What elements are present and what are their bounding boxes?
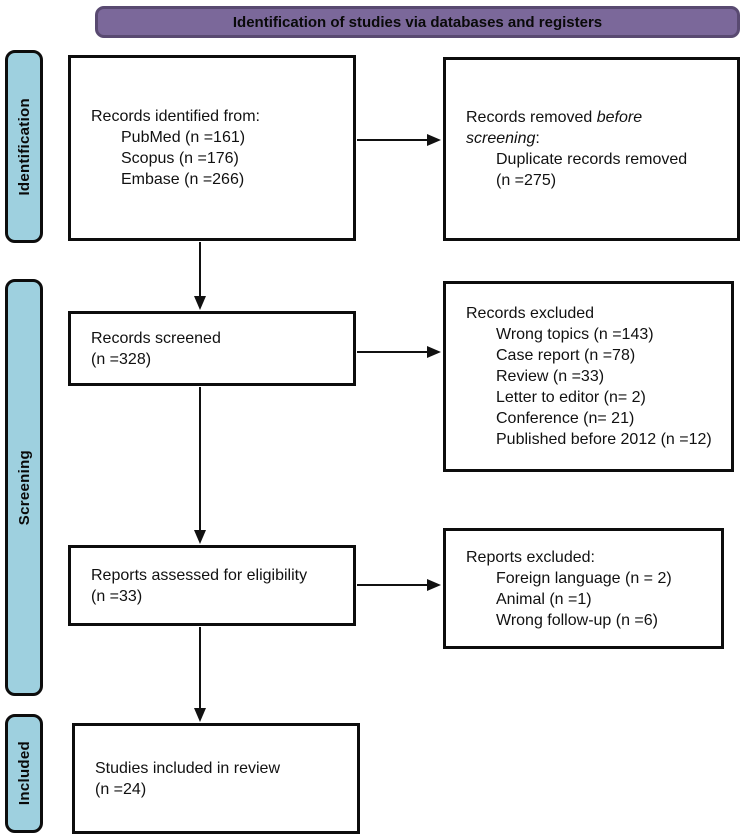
- box-line: Published before 2012 (n =12): [496, 431, 712, 448]
- box-line: (n =33): [91, 587, 143, 605]
- stage-label-identification: Identification: [5, 50, 43, 243]
- box-line: Scopus (n =176): [121, 150, 239, 167]
- box-line: PubMed (n =161): [121, 129, 246, 146]
- box-reports-excluded: Reports excluded: Foreign language (n = …: [443, 528, 724, 649]
- stage-label-included: Included: [5, 714, 43, 833]
- box-title: Reports excluded:: [466, 548, 595, 566]
- box-line: Animal (n =1): [496, 590, 592, 608]
- box-title: Records identified from:: [91, 108, 260, 125]
- box-line: (n =24): [95, 780, 147, 798]
- diagram-title-banner: Identification of studies via databases …: [95, 6, 740, 38]
- box-studies-included: Studies included in review (n =24): [72, 723, 360, 834]
- diagram-title: Identification of studies via databases …: [232, 13, 603, 31]
- box-reports-assessed: Reports assessed for eligibility (n =33): [68, 545, 356, 626]
- box-line: (n =275): [496, 172, 557, 189]
- box-line: Wrong follow-up (n =6): [496, 611, 658, 629]
- box-line: Conference (n= 21): [496, 410, 635, 427]
- box-title-line2: screening:: [466, 130, 540, 147]
- box-line: Embase (n =266): [121, 171, 245, 188]
- stage-label-text: Identification: [15, 97, 33, 196]
- box-line: Wrong topics (n =143): [496, 326, 654, 343]
- stage-label-text: Screening: [15, 449, 33, 526]
- box-line: Foreign language (n = 2): [496, 569, 672, 587]
- box-line: Studies included in review: [95, 759, 280, 777]
- box-records-excluded: Records excluded Wrong topics (n =143) C…: [443, 281, 734, 472]
- stage-label-text: Included: [15, 741, 33, 806]
- box-line: (n =328): [91, 350, 152, 368]
- box-records-removed: Records removed before screening: Duplic…: [443, 57, 740, 241]
- box-records-identified: Records identified from: PubMed (n =161)…: [68, 55, 356, 241]
- box-line: Reports assessed for eligibility: [91, 566, 308, 584]
- box-line: Duplicate records removed: [496, 151, 688, 168]
- stage-label-screening: Screening: [5, 279, 43, 696]
- box-title: Records excluded: [466, 305, 595, 322]
- box-line: Review (n =33): [496, 368, 605, 385]
- box-title: Records removed before: [466, 109, 643, 126]
- box-line: Case report (n =78): [496, 347, 636, 364]
- box-line: Records screened: [91, 329, 221, 347]
- box-line: Letter to editor (n= 2): [496, 389, 646, 406]
- box-records-screened: Records screened (n =328): [68, 311, 356, 386]
